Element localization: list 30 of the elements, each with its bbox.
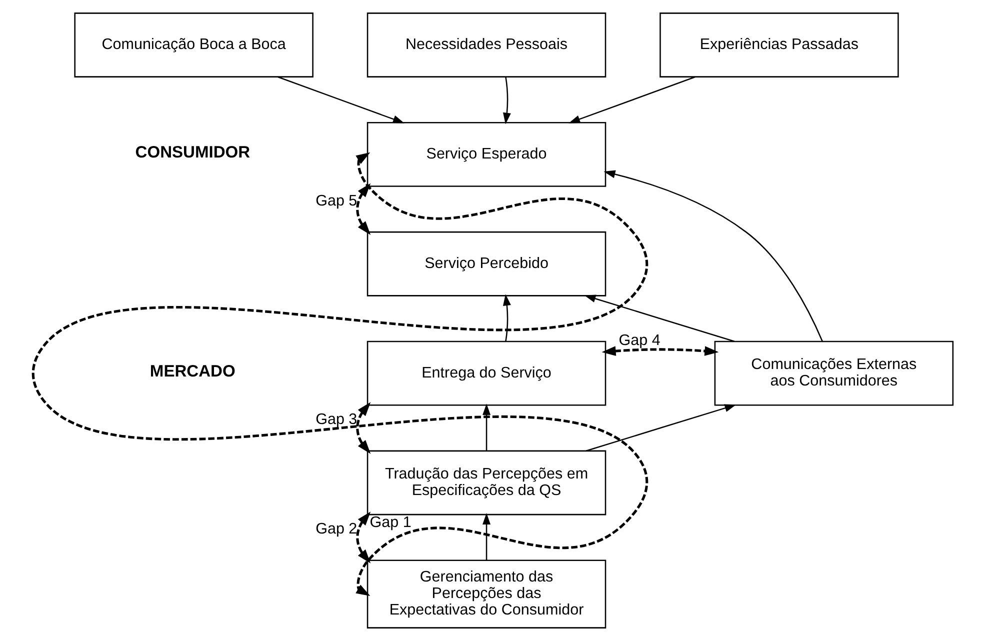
arrow [568,76,696,124]
node-box: Serviço Percebido [366,231,606,296]
label: CONSUMIDOR [135,142,250,162]
edge-label: Gap 2 [316,520,358,538]
arrow [356,183,371,236]
edge-label: Gap 4 [618,332,660,350]
arrow [586,404,736,452]
node-box: Comunicação Boca a Boca [74,12,314,78]
arrow [277,76,404,124]
arrow [356,512,371,564]
edge-label: Gap 3 [316,411,358,428]
node-box: Comunicações Externas aos Consumidores [714,340,954,406]
arrow [502,77,511,124]
arrow [33,152,648,596]
node-box: Experiências Passadas [660,12,899,78]
arrow [502,294,511,342]
arrow [356,402,371,454]
arrow [482,512,491,560]
edge-label: Gap 5 [316,192,358,210]
node-box: Gerenciamento das Percepções das Expectativas do Consumidor [366,560,606,628]
arrow [584,294,735,342]
node-box: Tradução das Percepções em Especificações da QS [366,450,606,516]
node-box: Serviço Esperado [366,122,606,187]
node-box: Entrega do Serviço [366,340,606,406]
arrow [604,170,823,342]
arrow [482,404,491,451]
label: MERCADO [150,361,236,380]
node-box: Necessidades Pessoais [366,12,606,78]
edge-label: Gap 1 [370,514,412,532]
arrow [602,346,719,356]
